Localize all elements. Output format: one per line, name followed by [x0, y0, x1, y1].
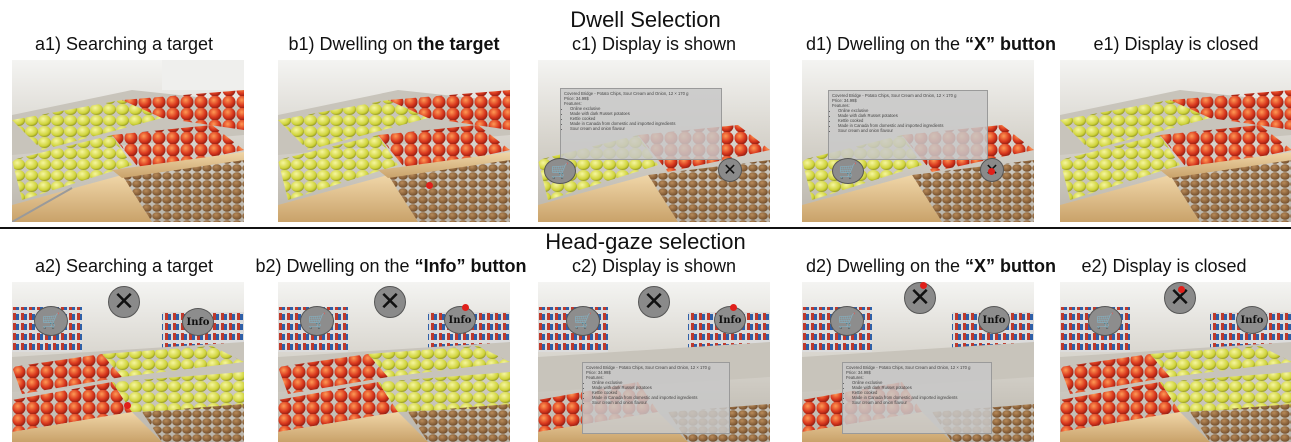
- gaze-pointer: [920, 282, 927, 289]
- cart-icon: 🛒: [838, 162, 858, 180]
- scene-a1: [12, 60, 244, 222]
- info-display: Covered Bridge - Potato Chips, Sour Crea…: [582, 362, 730, 434]
- close-button[interactable]: ✕: [904, 282, 936, 314]
- scene-b2: ✕ 🛒 Info: [278, 282, 510, 442]
- section-title-head-gaze: Head-gaze selection: [545, 229, 746, 254]
- info-display: Covered Bridge - Potato Chips, Sour Crea…: [828, 90, 988, 160]
- cart-button[interactable]: 🛒: [830, 306, 864, 336]
- close-button[interactable]: ✕: [718, 158, 742, 182]
- cart-button[interactable]: 🛒: [566, 306, 600, 336]
- produce-scene: [1060, 60, 1291, 222]
- info-button[interactable]: Info: [182, 308, 214, 336]
- close-button[interactable]: ✕: [108, 286, 140, 318]
- scene-c1: Covered Bridge - Potato Chips, Sour Crea…: [538, 60, 770, 222]
- close-icon: ✕: [643, 287, 665, 317]
- close-icon: ✕: [723, 160, 737, 179]
- caption-c2: c2) Display is shown: [571, 256, 737, 276]
- close-button[interactable]: ✕: [980, 158, 1004, 182]
- gaze-pointer: [730, 304, 737, 311]
- scene-d1: Covered Bridge - Potato Chips, Sour Crea…: [802, 60, 1034, 222]
- info-display: Covered Bridge - Potato Chips, Sour Crea…: [842, 362, 992, 434]
- close-icon: ✕: [1169, 283, 1191, 313]
- cart-icon: 🛒: [550, 162, 570, 180]
- info-button[interactable]: Info: [978, 306, 1010, 334]
- gaze-pointer: [426, 182, 433, 189]
- caption-e2: e2) Display is closed: [1081, 256, 1247, 276]
- scene-b1: [278, 60, 510, 222]
- produce-scene: [278, 60, 510, 222]
- cart-button[interactable]: 🛒: [1088, 306, 1122, 336]
- section-title-dwell: Dwell Selection: [570, 7, 721, 32]
- scene-a2: ✕ 🛒 Info: [12, 282, 244, 442]
- cart-icon: 🛒: [573, 312, 593, 330]
- scene-e1: [1060, 60, 1291, 222]
- display-title: Covered Bridge - Potato Chips, Sour Crea…: [564, 91, 689, 96]
- gaze-pointer: [988, 168, 995, 175]
- display-price: Price: 34.99$: [564, 96, 589, 101]
- close-icon: ✕: [379, 287, 401, 317]
- caption-a1: a1) Searching a target: [34, 34, 214, 54]
- close-button[interactable]: ✕: [638, 286, 670, 318]
- info-button[interactable]: Info: [1236, 306, 1268, 334]
- cart-icon: 🛒: [307, 312, 327, 330]
- caption-e1: e1) Display is closed: [1093, 34, 1259, 54]
- gaze-pointer: [462, 304, 469, 311]
- caption-b1: b1) Dwelling on the target: [288, 34, 500, 54]
- info-button[interactable]: Info: [714, 306, 746, 334]
- close-icon: ✕: [113, 287, 135, 317]
- cart-button[interactable]: 🛒: [300, 306, 334, 336]
- caption-a2: a2) Searching a target: [34, 256, 214, 276]
- caption-d2: d2) Dwelling on the “X” button: [805, 256, 1057, 276]
- scene-d2: ✕ 🛒 Info Covered Bridge - Potato Chips, …: [802, 282, 1034, 442]
- divider: [0, 227, 1291, 229]
- gaze-pointer: [124, 402, 131, 409]
- caption-c1: c1) Display is shown: [571, 34, 737, 54]
- info-button[interactable]: Info: [444, 306, 476, 334]
- close-icon: ✕: [909, 283, 931, 313]
- close-button[interactable]: ✕: [374, 286, 406, 318]
- caption-b2: b2) Dwelling on the “Info” button: [255, 256, 527, 276]
- display-features-label: Features:: [564, 101, 582, 106]
- info-display: Covered Bridge - Potato Chips, Sour Crea…: [560, 88, 722, 160]
- caption-d1: d1) Dwelling on the “X” button: [805, 34, 1057, 54]
- scene-e2: ✕ 🛒 Info: [1060, 282, 1291, 442]
- scene-c2: ✕ 🛒 Info Covered Bridge - Potato Chips, …: [538, 282, 770, 442]
- cart-button[interactable]: 🛒: [832, 158, 864, 184]
- cart-icon: 🛒: [1095, 312, 1115, 330]
- cart-button[interactable]: 🛒: [34, 306, 68, 336]
- cart-button[interactable]: 🛒: [544, 158, 576, 184]
- produce-scene: [12, 60, 244, 222]
- cart-icon: 🛒: [837, 312, 857, 330]
- gaze-pointer: [1178, 286, 1185, 293]
- cart-icon: 🛒: [41, 312, 61, 330]
- display-features: Online exclusive Made with dark Russet p…: [564, 106, 718, 131]
